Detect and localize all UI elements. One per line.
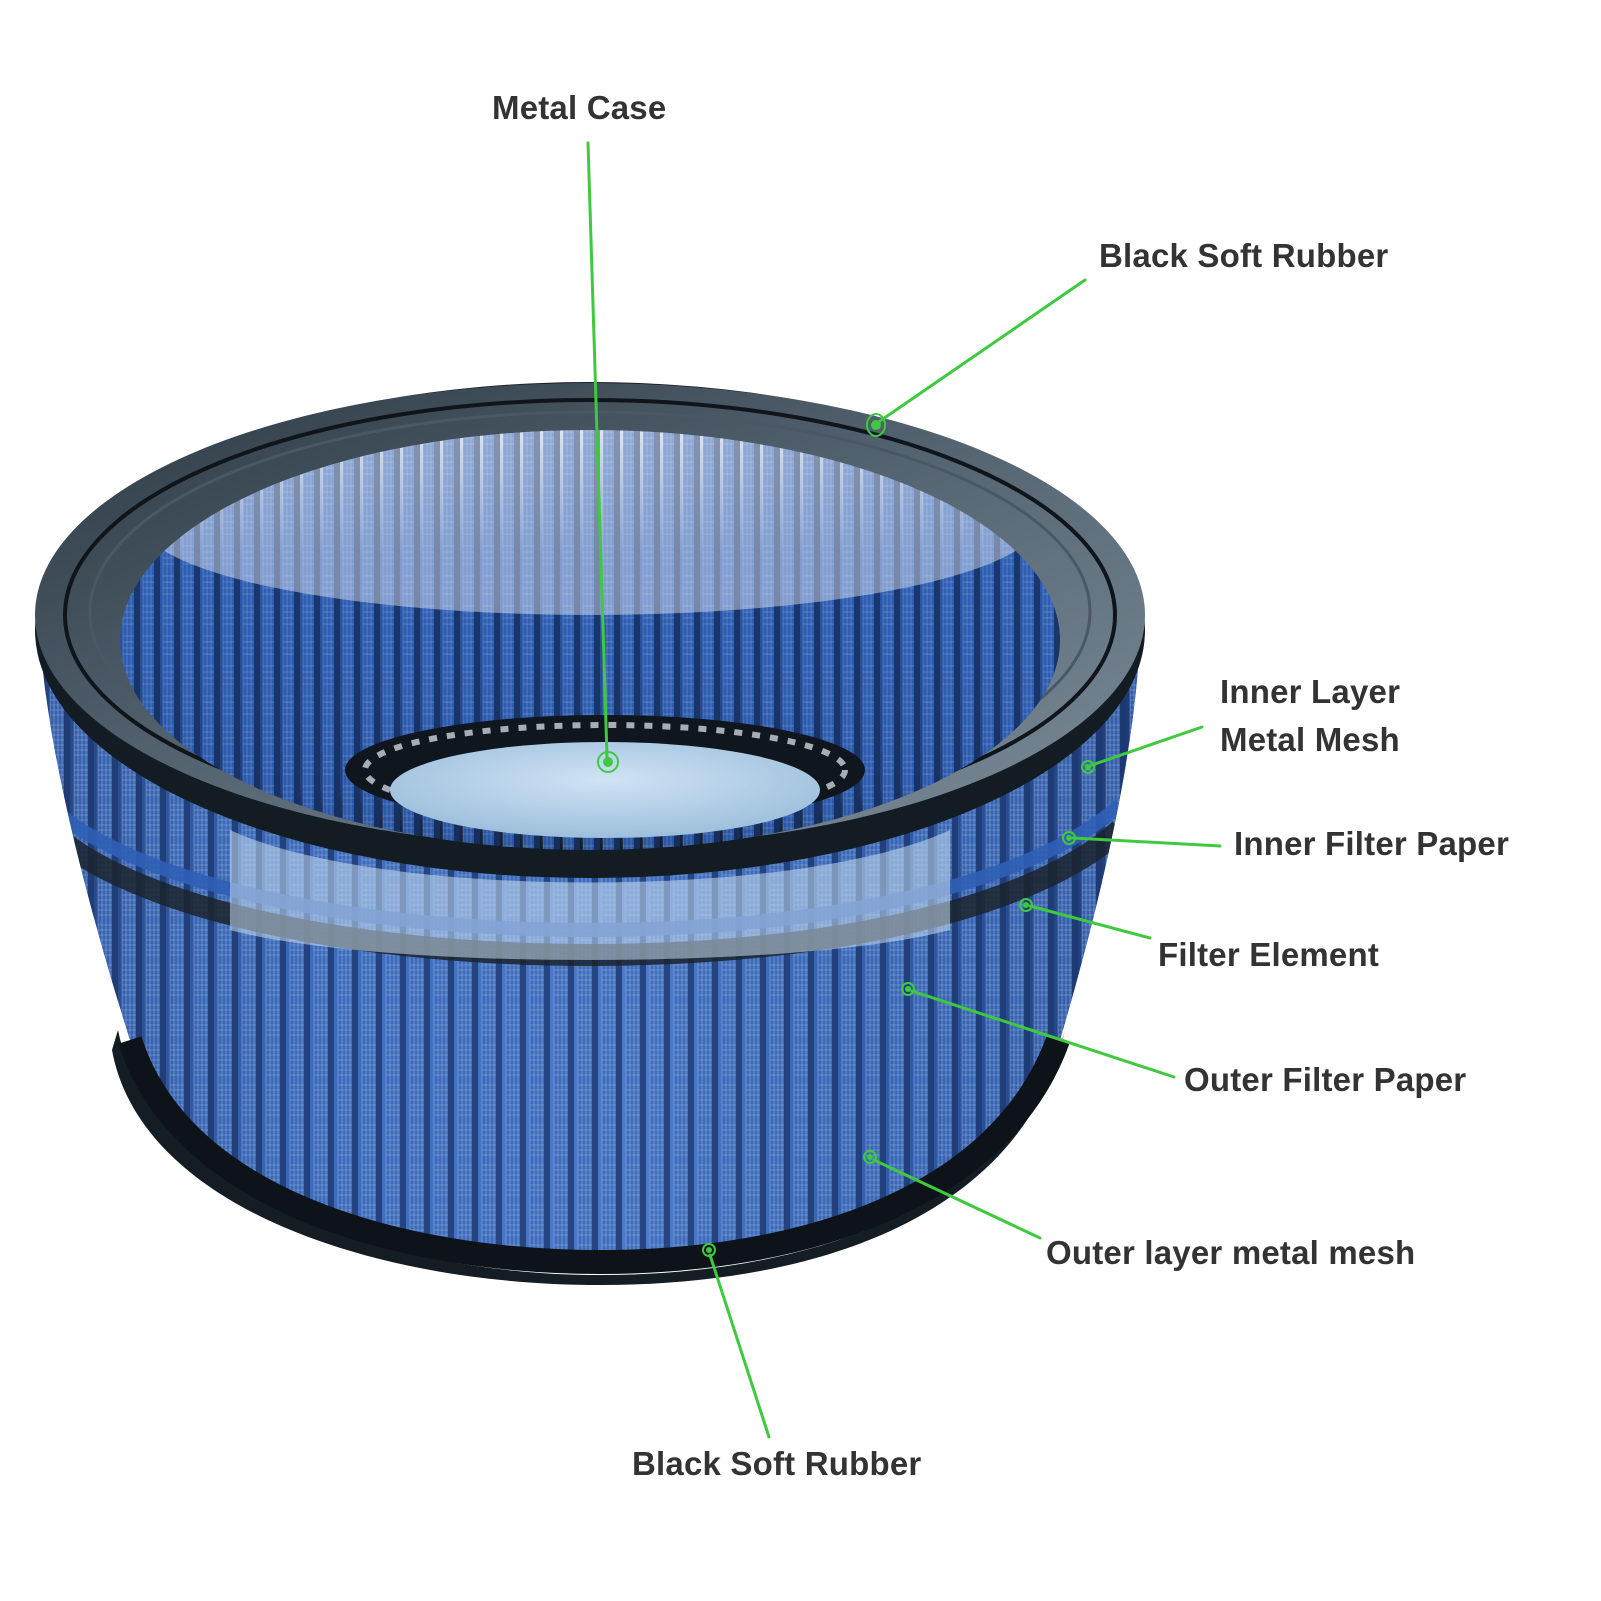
label-filter-element: Filter Element [1158,936,1380,973]
label-metal-mesh-line2: Metal Mesh [1220,721,1400,758]
label-metal-case: Metal Case [492,89,667,126]
label-outer-layer-metal-mesh: Outer layer metal mesh [1046,1234,1416,1271]
callout-black-soft-rubber-bottom [702,1243,771,1439]
inner-opening [120,430,1060,850]
callout-filter-element [1019,898,1152,940]
callout-inner-layer-metal-mesh [1081,725,1204,774]
callout-metal-case [586,141,619,773]
label-black-soft-rubber-bottom: Black Soft Rubber [632,1445,922,1482]
label-inner-layer-metal-mesh: Inner Layer Metal Mesh [1220,668,1400,764]
label-inner-layer-line1: Inner Layer [1220,673,1401,710]
label-outer-filter-paper: Outer Filter Paper [1184,1061,1467,1098]
callout-black-soft-rubber-top [866,278,1087,437]
label-black-soft-rubber-top: Black Soft Rubber [1099,237,1389,274]
label-inner-filter-paper: Inner Filter Paper [1234,825,1510,862]
metal-case-surface [390,742,820,838]
callout-outer-layer-metal-mesh [863,1150,1042,1240]
bottom-rubber-ring [112,1030,1070,1285]
callout-inner-filter-paper [1062,831,1222,848]
callout-outer-filter-paper [901,982,1176,1079]
